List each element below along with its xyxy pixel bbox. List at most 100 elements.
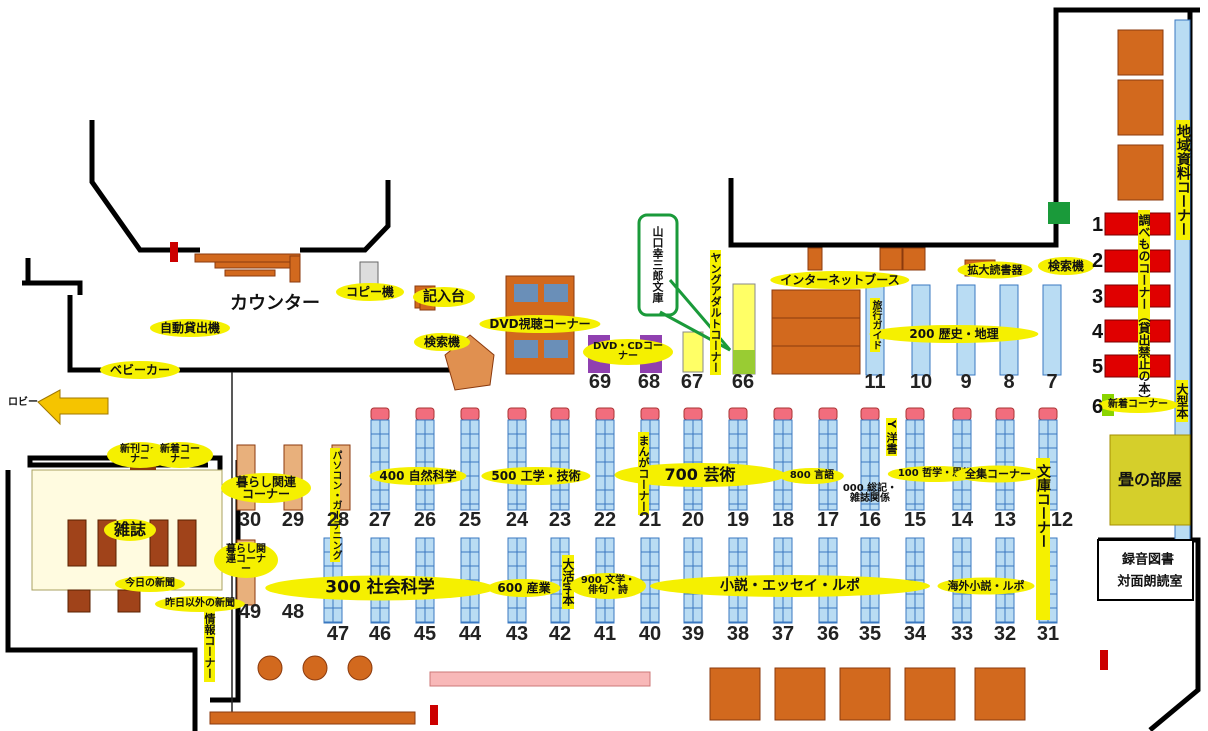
collection-callout [637,213,679,317]
shelf-number: 13 [993,509,1017,531]
shelf-number: 34 [903,623,927,645]
shelf-end-cap [773,407,793,421]
shelf-number: 9 [960,371,972,393]
shelf-number: 47 [326,623,350,645]
industry-label: 600 産業 [487,579,561,597]
shelf-end-cap [550,407,570,421]
fire-extinguisher-icon [170,242,178,262]
shelf-number: 7 [1046,371,1058,393]
shelf-number: 44 [458,623,482,645]
novels-label: 小説・エッセイ・ルポ [650,575,930,597]
reference-shelf-number: 3 [1092,286,1104,308]
shelf-number: 22 [593,509,617,531]
shelf-number: 31 [1036,623,1060,645]
fire-extinguisher-icon [1100,650,1108,670]
yousho-label: Y 洋書 [885,418,898,456]
shelf-number: 16 [858,509,882,531]
shelf-end-cap [507,407,527,421]
shelf-number: 30 [238,509,262,531]
shelf-end-cap [370,407,390,421]
renew-label: 新着コーナー [1098,397,1178,413]
shelf-number: 15 [903,509,927,531]
shelf-number: 48 [281,601,305,623]
info-corner-label: 情報コーナー [203,610,216,682]
bottom-tables [709,667,1026,721]
reading-room [1097,539,1194,601]
reference-label: 調べものコーナー（貸出禁止の本） [1137,210,1151,406]
bench-row [429,671,651,687]
reference-shelves [1104,212,1171,378]
shelf-number: 28 [326,509,350,531]
search-terminal-right-label: 検索機 [1037,257,1095,275]
bunko-label: 文庫コーナー [1035,458,1051,620]
large-type-label: 大活字本 [561,555,575,609]
shelf-number: 17 [816,509,840,531]
manga-label: まんがコーナー [637,432,650,515]
stroller-label: ベビーカー [99,361,181,379]
shelf-number: 20 [681,509,705,531]
shelf-number: 26 [413,509,437,531]
copier-machine [359,261,379,285]
shelf-number: 42 [548,623,572,645]
large-print-label: 大型本 [1175,380,1189,422]
reference-shelf-number: 1 [1092,214,1104,236]
shelf-number: 25 [458,509,482,531]
general-label: 000 総記・雑誌関係 [842,483,898,504]
shelf-number: 69 [588,371,612,393]
shelf-number: 45 [413,623,437,645]
magnifier-label: 拡大読書器 [957,261,1033,279]
counter-label: カウンター [230,293,320,314]
complete-label: 全集コーナー [955,465,1041,483]
self-checkout-label: 自動貸出機 [149,319,231,337]
shelf-number: 27 [368,509,392,531]
dvd-viewing-label: DVD視聴コーナー [479,315,601,333]
fire-extinguisher-icon [430,705,438,725]
shelf-number: 39 [681,623,705,645]
shelf-number: 35 [858,623,882,645]
shelf-number: 8 [1003,371,1015,393]
reference-shelf-number: 5 [1092,356,1104,378]
shelf-number: 11 [864,371,886,393]
shelf-number: 46 [368,623,392,645]
history-label: 200 歴史・地理 [869,325,1039,343]
regional-tables [1117,29,1164,201]
regional-label: 地域資料コーナー [1175,120,1191,240]
shelf-end-cap [640,407,660,421]
bottom-bench [209,711,416,725]
shelf-end-cap [995,407,1015,421]
foreign-novels-label: 海外小説・ルポ [937,577,1035,595]
ya-shelf [733,350,755,374]
magazines-label: 雑誌 [103,519,157,541]
shelf-number: 14 [950,509,974,531]
social-label: 300 社会科学 [265,575,495,601]
shelf-number: 67 [680,371,704,393]
lobby-label: ロビー [8,397,38,408]
shelf-end-cap [595,407,615,421]
callout-pointer [659,279,732,352]
pc-gardening-label: パソコン・ガーデニング [330,448,341,562]
lobby-arrow-icon [37,389,109,426]
shelf-end-cap [460,407,480,421]
shelf-end-cap [818,407,838,421]
shelf-end-cap [728,407,748,421]
ya-shelf [682,331,704,373]
shelf-number: 41 [593,623,617,645]
internet-booth-label: インターネットブース [770,271,910,289]
shelf-end-cap [952,407,972,421]
shelf-end-cap [1038,407,1058,421]
shelf-end-cap [683,407,703,421]
round-tables [257,655,373,681]
shelf-number: 38 [726,623,750,645]
shelf-number: 68 [637,371,661,393]
shelf-number: 37 [771,623,795,645]
shelf-number: 21 [638,509,662,531]
shelf-number: 32 [993,623,1017,645]
life-2-label: 暮らし関連コーナー [214,542,278,578]
reference-shelf-number: 6 [1092,396,1104,418]
exit-icon [1048,202,1070,224]
dvd-cd-label: DVD・CDコーナー [583,339,673,365]
shelf-number: 29 [281,509,305,531]
shelf-number: 18 [771,509,795,531]
